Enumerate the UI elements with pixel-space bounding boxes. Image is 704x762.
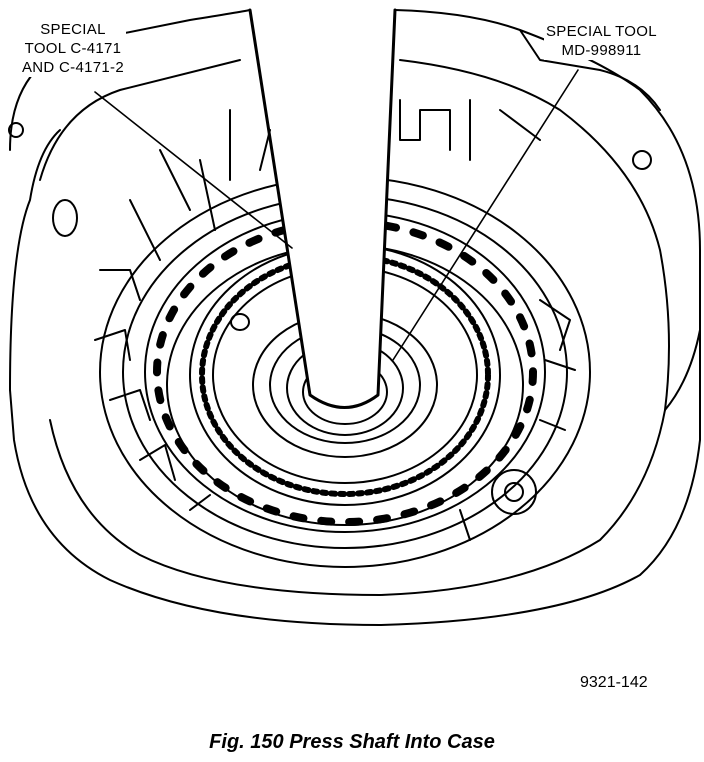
- clutch-segments-left: [94, 269, 211, 511]
- tool-label-c4171: SPECIAL TOOL C-4171 AND C-4171-2: [20, 20, 126, 77]
- tool-label-c4171-line-2: TOOL C-4171: [24, 40, 122, 57]
- tool-label-md998911-line-1: SPECIAL TOOL: [546, 23, 657, 40]
- leader-line-left: [94, 91, 293, 249]
- case-inner-wall: [39, 59, 670, 596]
- bolt-hole-lower-right-outer: [491, 469, 537, 515]
- case-boss-left: [52, 199, 78, 237]
- press-shaft: [248, 8, 397, 409]
- figure-number: 9321-142: [580, 674, 648, 691]
- tool-label-md998911-line-2: MD-998911: [561, 42, 642, 59]
- bolt-hole-upper-right: [632, 150, 652, 170]
- case-flange: [9, 29, 701, 411]
- clutch-segments-top: [129, 99, 541, 261]
- tool-label-c4171-line-1: SPECIAL: [40, 21, 106, 38]
- bolt-hole-upper-left: [8, 122, 24, 138]
- clutch-segments-right: [459, 299, 576, 541]
- leader-line-right: [392, 69, 579, 361]
- tool-label-md998911: SPECIAL TOOL MD-998911: [544, 22, 659, 60]
- tool-label-c4171-line-3: AND C-4171-2: [22, 59, 124, 76]
- figure-caption: Fig. 150 Press Shaft Into Case: [209, 731, 495, 753]
- bolt-hole-lower-right: [504, 482, 524, 502]
- gear-teeth-ring: [153, 218, 537, 526]
